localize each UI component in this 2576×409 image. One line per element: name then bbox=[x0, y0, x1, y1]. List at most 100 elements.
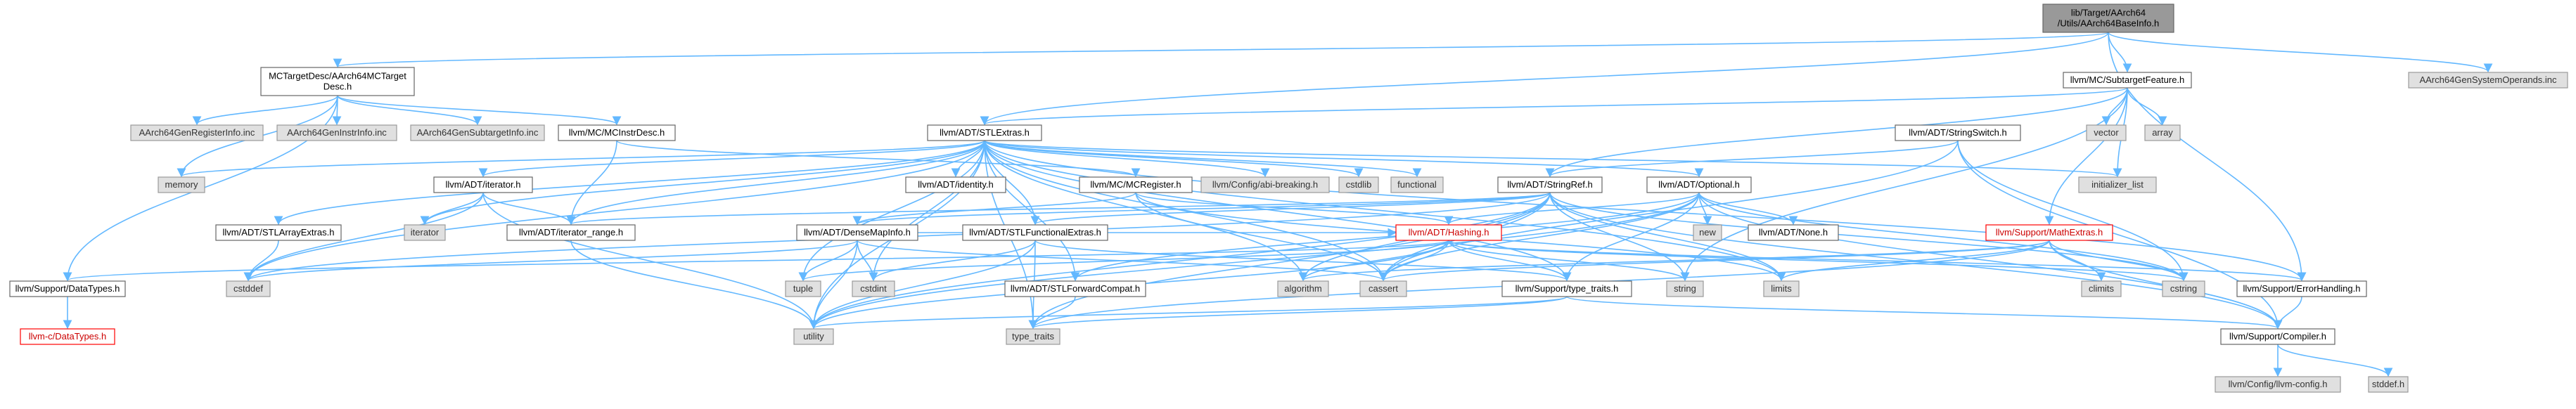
edge-stlextras-to-errorhandling bbox=[984, 140, 2307, 282]
node-cstdlib: cstdlib bbox=[1338, 176, 1379, 193]
node-memory-label-0: memory bbox=[165, 179, 198, 190]
node-stringswitch-label-0: llvm/ADT/StringSwitch.h bbox=[1909, 127, 2006, 138]
node-compiler-box bbox=[2220, 328, 2335, 345]
node-stlfunctional[interactable]: llvm/ADT/STLFunctionalExtras.h bbox=[962, 224, 1108, 241]
edge-mathextras-to-cstring bbox=[2049, 240, 2189, 282]
nodes-layer: lib/Target/AArch64/Utils/AArch64BaseInfo… bbox=[9, 4, 2568, 393]
node-stringref-label-0: llvm/ADT/StringRef.h bbox=[1507, 179, 1592, 190]
node-datatypes[interactable]: llvm/Support/DataTypes.h bbox=[9, 280, 126, 297]
node-tuple: tuple bbox=[785, 280, 821, 297]
node-reginfo: AArch64GenRegisterInfo.inc bbox=[130, 124, 264, 141]
node-tuple-label-0: tuple bbox=[793, 283, 813, 294]
node-limits: limits bbox=[1763, 280, 1800, 297]
node-stringref[interactable]: llvm/ADT/StringRef.h bbox=[1497, 176, 1603, 193]
node-algorithm: algorithm bbox=[1277, 280, 1329, 297]
node-mctargetdesc-label-0: MCTargetDesc/AArch64MCTarget bbox=[269, 71, 406, 82]
edge-compiler-to-stddef bbox=[2277, 344, 2393, 377]
node-cstddef: cstddef bbox=[226, 280, 271, 297]
node-vector: vector bbox=[2086, 124, 2127, 141]
node-typetraits-box bbox=[1006, 328, 1060, 345]
edge-typetraitsllvm-to-utility bbox=[809, 296, 1568, 330]
node-identity[interactable]: llvm/ADT/identity.h bbox=[905, 176, 1006, 193]
node-iteratorh[interactable]: llvm/ADT/iterator.h bbox=[433, 176, 533, 193]
edge-optional-to-compiler bbox=[1698, 192, 2283, 330]
node-root[interactable]: lib/Target/AArch64/Utils/AArch64BaseInfo… bbox=[2042, 4, 2174, 33]
edge-root-to-sysoperands bbox=[2108, 32, 2493, 73]
edge-root-to-errorhandling bbox=[2108, 32, 2307, 282]
edge-hashing-to-cstring bbox=[1448, 240, 2188, 282]
edge-typetraitsllvm-to-typetraits bbox=[1029, 296, 1568, 330]
edge-hashing-to-algorithm bbox=[1298, 240, 1449, 282]
node-errorhandling[interactable]: llvm/Support/ErrorHandling.h bbox=[2236, 280, 2367, 297]
node-hashing[interactable]: llvm/ADT/Hashing.h bbox=[1395, 224, 1502, 241]
node-cassert-box bbox=[1359, 280, 1407, 297]
node-stlforward[interactable]: llvm/ADT/STLForwardCompat.h bbox=[1004, 280, 1146, 297]
edge-root-to-mctargetdesc bbox=[333, 32, 2109, 68]
node-densemapinfo[interactable]: llvm/ADT/DenseMapInfo.h bbox=[796, 224, 918, 241]
edge-mctargetdesc-to-reginfo bbox=[192, 95, 338, 126]
edge-hashing-to-typetraitsllvm bbox=[1448, 240, 1572, 282]
node-tuple-box bbox=[785, 280, 821, 297]
node-stringswitch[interactable]: llvm/ADT/StringSwitch.h bbox=[1895, 124, 2021, 141]
node-iteratorh-label-0: llvm/ADT/iterator.h bbox=[446, 179, 521, 190]
node-utility: utility bbox=[793, 328, 834, 345]
edge-root-to-stlextras bbox=[980, 32, 2109, 126]
node-mcregister-label-0: llvm/MC/MCRegister.h bbox=[1090, 179, 1181, 190]
node-mathextras[interactable]: llvm/Support/MathExtras.h bbox=[1985, 224, 2113, 241]
node-subtargetinfo-box bbox=[410, 124, 545, 141]
edge-iteratorh-to-iteratorstd bbox=[420, 192, 484, 226]
edges-layer bbox=[63, 32, 2493, 377]
edge-optional-to-stlforward bbox=[1070, 192, 1700, 282]
node-stlarrayextras[interactable]: llvm/ADT/STLArrayExtras.h bbox=[215, 224, 342, 241]
node-mcinstrdesc[interactable]: llvm/MC/MCInstrDesc.h bbox=[558, 124, 676, 141]
node-initlist-box bbox=[2078, 176, 2157, 193]
edge-stringref-to-string bbox=[1549, 192, 1690, 282]
node-typetraitsllvm[interactable]: llvm/Support/type_traits.h bbox=[1501, 280, 1632, 297]
edge-iterrange-to-utility bbox=[570, 240, 819, 330]
node-cstddef-label-0: cstddef bbox=[233, 283, 263, 294]
edge-stlextras-to-stlarrayextras bbox=[274, 140, 985, 226]
edge-hashing-to-datatypes bbox=[63, 240, 1449, 282]
node-subtargetfeature[interactable]: llvm/MC/SubtargetFeature.h bbox=[2063, 72, 2192, 89]
node-llvmconfig-label-0: llvm/Config/llvm-config.h bbox=[2229, 379, 2328, 389]
node-stlarrayextras-label-0: llvm/ADT/STLArrayExtras.h bbox=[223, 227, 335, 238]
node-root-label-1: /Utils/AArch64BaseInfo.h bbox=[2058, 18, 2160, 29]
node-stlextras[interactable]: llvm/ADT/STLExtras.h bbox=[927, 124, 1042, 141]
node-densemapinfo-label-0: llvm/ADT/DenseMapInfo.h bbox=[804, 227, 911, 238]
node-array: array bbox=[2144, 124, 2181, 141]
edge-mcregister-to-densemapinfo bbox=[852, 192, 1136, 226]
node-cdatatypes[interactable]: llvm-c/DataTypes.h bbox=[20, 328, 115, 345]
node-functional-label-0: functional bbox=[1397, 179, 1437, 190]
node-cassert-label-0: cassert bbox=[1369, 283, 1398, 294]
node-llvmconfig-box bbox=[2215, 376, 2341, 393]
node-noneh[interactable]: llvm/ADT/None.h bbox=[1748, 224, 1839, 241]
node-cstddef-box bbox=[226, 280, 271, 297]
edge-iteratorh-to-iterrange bbox=[482, 192, 576, 226]
edge-stlextras-to-cstddef bbox=[243, 140, 985, 282]
edge-mathextras-to-limits bbox=[1776, 240, 2050, 282]
node-iteratorstd-label-0: iterator bbox=[411, 227, 440, 238]
node-instrinfo-box bbox=[276, 124, 397, 141]
edge-stlextras-to-iterrange bbox=[566, 140, 985, 226]
node-subtargetfeature-label-0: llvm/MC/SubtargetFeature.h bbox=[2070, 74, 2185, 85]
node-iteratorstd: iterator bbox=[404, 224, 446, 241]
node-sysoperands-box bbox=[2408, 72, 2568, 89]
edge-iteratorh-to-cstddef bbox=[243, 192, 484, 282]
edge-mathextras-to-algorithm bbox=[1299, 240, 2050, 282]
edge-densemapinfo-to-utility bbox=[809, 240, 858, 330]
node-identity-box bbox=[905, 176, 1006, 193]
node-mcregister[interactable]: llvm/MC/MCRegister.h bbox=[1079, 176, 1193, 193]
node-string: string bbox=[1666, 280, 1704, 297]
node-optional[interactable]: llvm/ADT/Optional.h bbox=[1646, 176, 1752, 193]
node-datatypes-label-0: llvm/Support/DataTypes.h bbox=[15, 283, 120, 294]
node-subtargetinfo: AArch64GenSubtargetInfo.inc bbox=[410, 124, 545, 141]
edge-mcinstrdesc-to-mcregister bbox=[616, 140, 1141, 178]
node-abibreaking: llvm/Config/abi-breaking.h bbox=[1200, 176, 1330, 193]
node-iterrange[interactable]: llvm/ADT/iterator_range.h bbox=[506, 224, 636, 241]
node-compiler[interactable]: llvm/Support/Compiler.h bbox=[2220, 328, 2335, 345]
node-memory-box bbox=[158, 176, 205, 193]
node-hashing-box bbox=[1395, 224, 1502, 241]
node-sysoperands: AArch64GenSystemOperands.inc bbox=[2408, 72, 2568, 89]
node-cdatatypes-label-0: llvm-c/DataTypes.h bbox=[29, 331, 107, 342]
